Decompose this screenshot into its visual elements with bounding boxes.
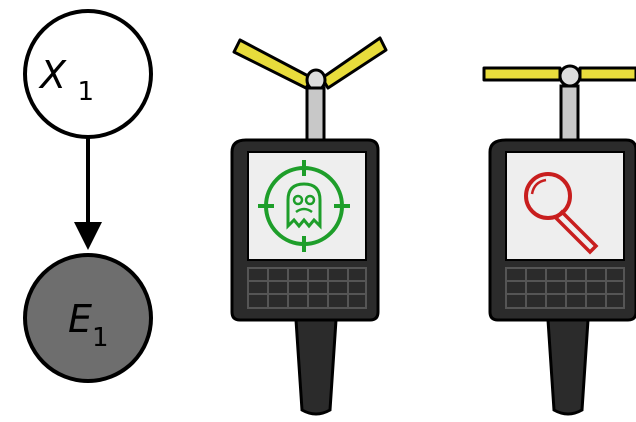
sensor-device-2 bbox=[484, 66, 636, 414]
device-shaft bbox=[307, 88, 324, 140]
device-handle bbox=[296, 320, 336, 414]
node-x1-letter: X bbox=[38, 53, 67, 97]
node-e1: E 1 bbox=[25, 255, 151, 381]
node-e1-subscript: 1 bbox=[92, 323, 109, 353]
edge-arrowhead bbox=[74, 222, 102, 250]
propeller-icon bbox=[484, 66, 636, 86]
device-handle bbox=[548, 320, 588, 414]
node-x1-subscript: 1 bbox=[77, 77, 94, 107]
device-screen bbox=[506, 152, 624, 260]
device-shaft bbox=[561, 86, 578, 140]
node-e1-letter: E bbox=[68, 297, 92, 341]
sensor-device-1 bbox=[232, 38, 386, 414]
propeller-icon bbox=[234, 38, 386, 90]
node-x1: X 1 bbox=[25, 11, 151, 137]
